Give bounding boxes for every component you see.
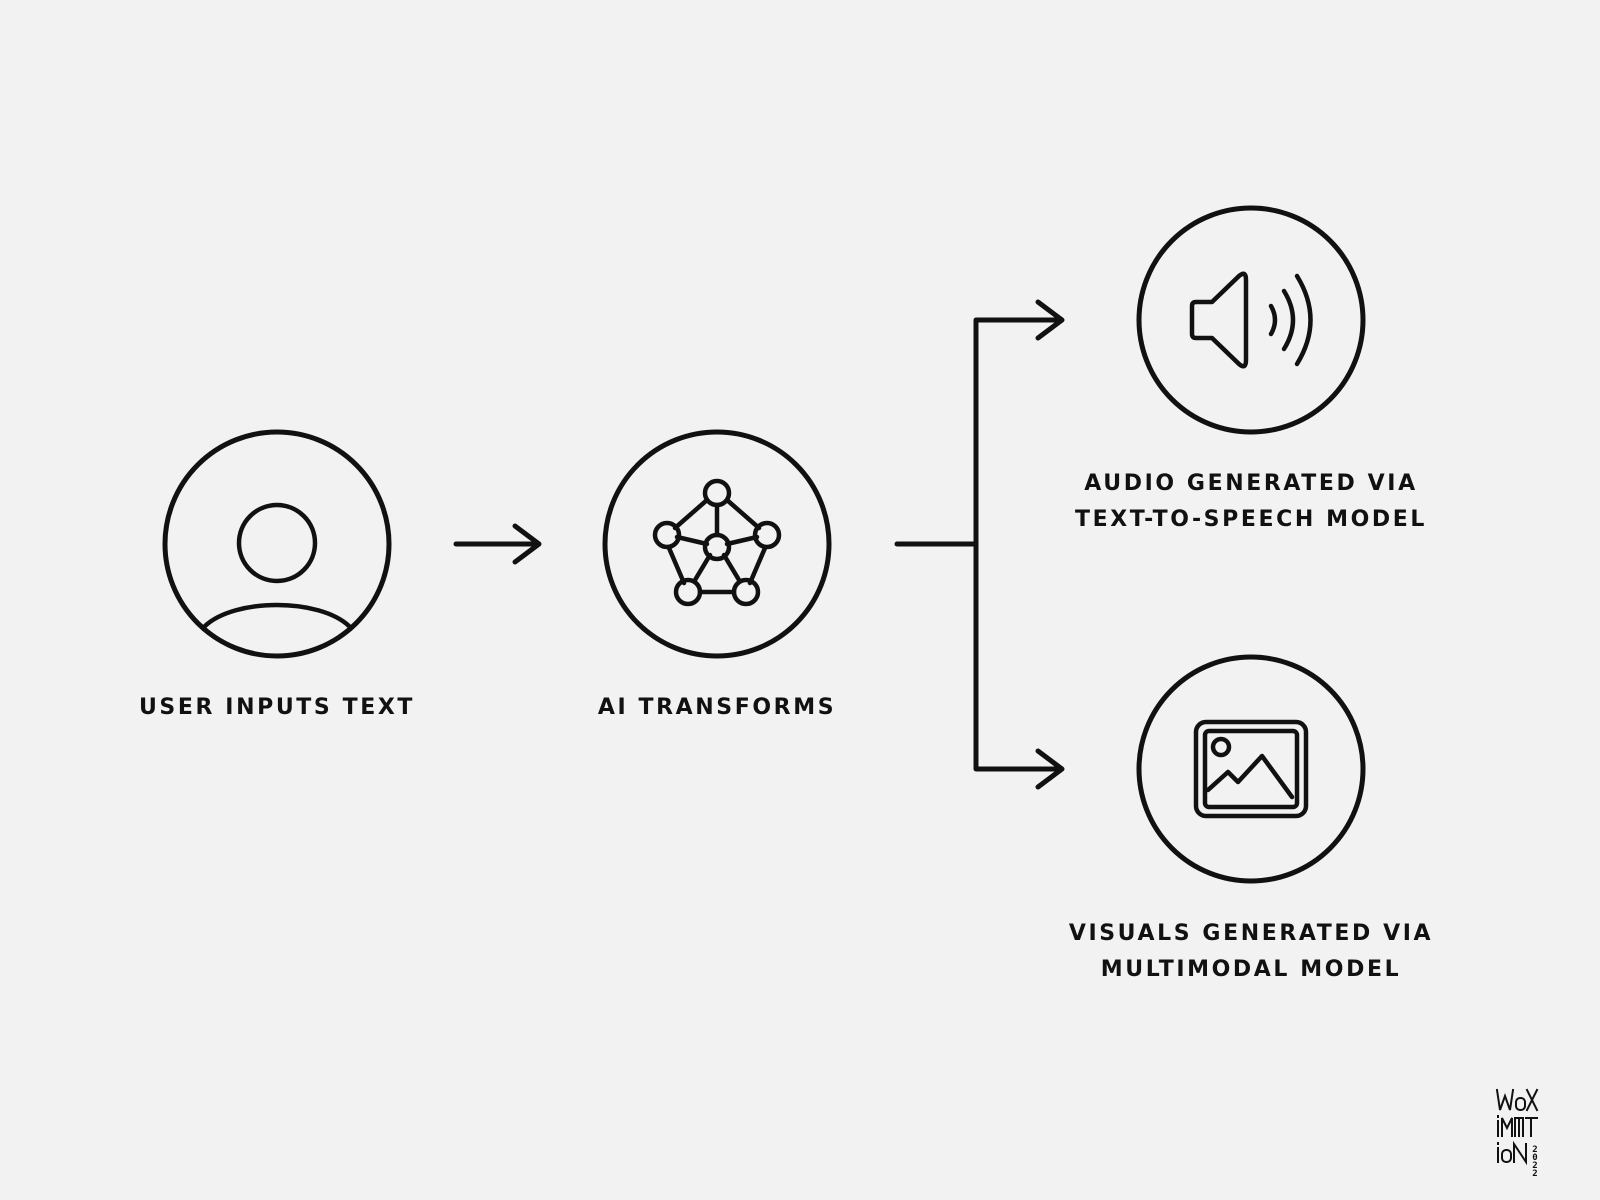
ai-node: AI TRANSFORMS — [598, 429, 836, 720]
audio-node-circle — [1136, 205, 1366, 435]
user-node-label: USER INPUTS TEXT — [139, 695, 415, 720]
user-node-circle — [162, 429, 392, 659]
audio-node-label-line1: AUDIO GENERATED VIA — [1084, 471, 1417, 496]
waximmation-logo-icon — [1495, 1088, 1539, 1166]
network-nodes-icon — [652, 478, 782, 607]
audio-node: AUDIO GENERATED VIA TEXT-TO-SPEECH MODEL — [1075, 205, 1427, 532]
visuals-node: VISUALS GENERATED VIA MULTIMODAL MODEL — [1069, 654, 1433, 982]
svg-text:2: 2 — [1532, 1145, 1537, 1155]
arrow-to-audio — [1035, 299, 1065, 341]
svg-text:2: 2 — [1532, 1169, 1537, 1179]
speaker-volume-icon — [1189, 271, 1313, 369]
logo-year: 2 0 2 2 — [1532, 1145, 1537, 1179]
arrow-user-to-ai — [453, 523, 542, 565]
user-avatar-icon — [202, 502, 352, 629]
ai-node-circle — [602, 429, 832, 659]
user-node: USER INPUTS TEXT — [139, 429, 415, 720]
visuals-node-label-line1: VISUALS GENERATED VIA — [1069, 921, 1433, 946]
image-landscape-icon — [1193, 719, 1309, 819]
arrow-to-visuals — [1035, 748, 1065, 790]
svg-text:2: 2 — [1532, 1161, 1537, 1171]
svg-text:0: 0 — [1532, 1153, 1537, 1163]
ai-node-label: AI TRANSFORMS — [598, 695, 836, 720]
visuals-node-label-line2: MULTIMODAL MODEL — [1101, 957, 1401, 982]
branch-connector — [894, 299, 1065, 790]
audio-node-label-line2: TEXT-TO-SPEECH MODEL — [1075, 507, 1427, 532]
visuals-node-circle — [1136, 654, 1366, 884]
